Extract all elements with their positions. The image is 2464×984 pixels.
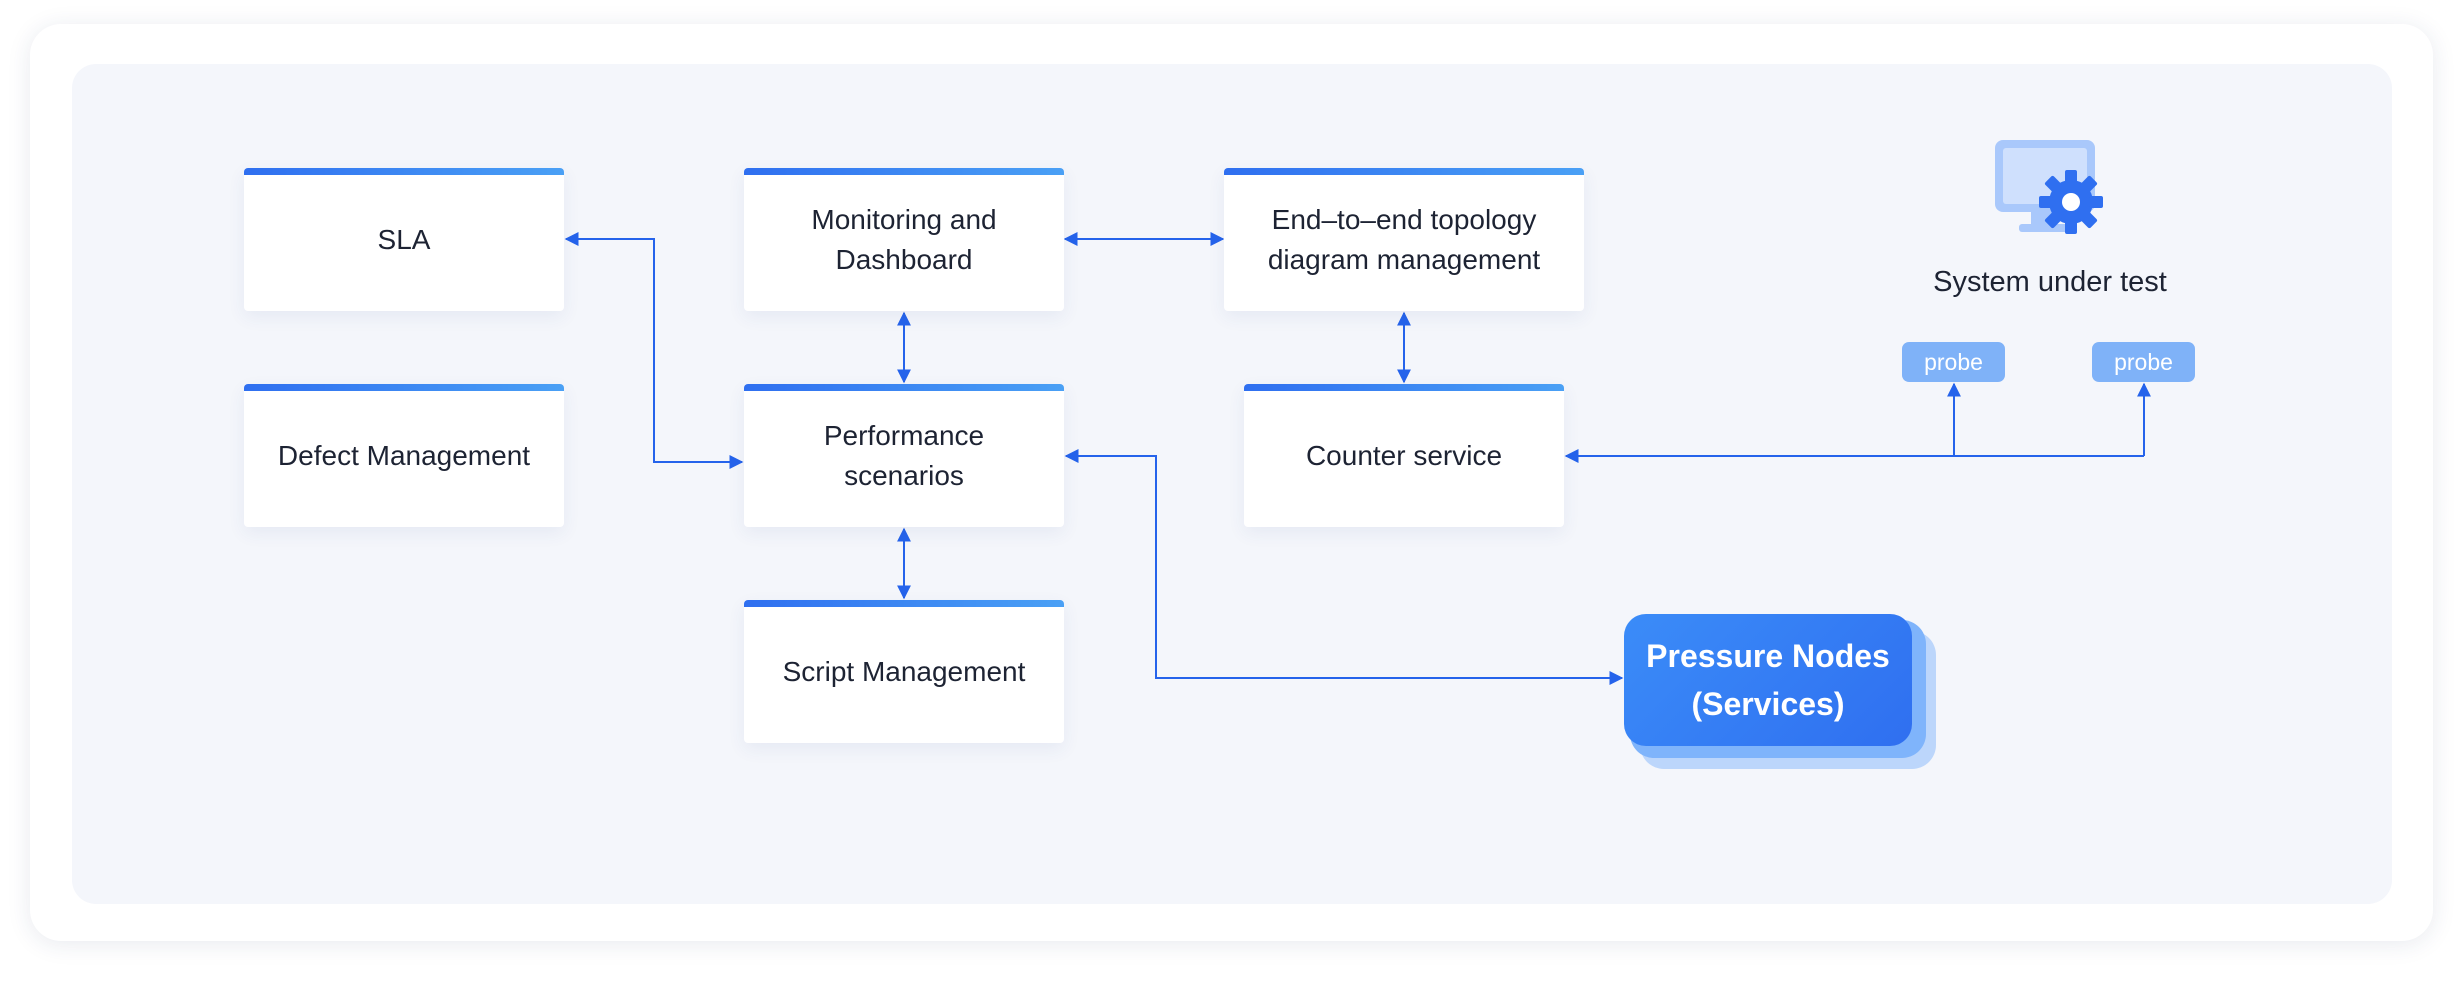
node-pressure-nodes: Pressure Nodes (Services)	[1624, 614, 1912, 746]
monitor-gear-icon	[1995, 140, 2103, 234]
node-performance-scenarios: Performance scenarios	[744, 384, 1064, 527]
probe-badge: probe	[1902, 342, 2005, 382]
node-label: Pressure Nodes (Services)	[1646, 638, 1890, 722]
node-sla: SLA	[244, 168, 564, 311]
node-label: End–to–end topology diagram management	[1267, 203, 1541, 275]
node-label: Counter service	[1305, 439, 1503, 471]
node-label: Monitoring and Dashboard	[811, 203, 997, 275]
node-topology-management: End–to–end topology diagram management	[1224, 168, 1584, 311]
node-defect-management: Defect Management	[244, 384, 564, 527]
edge-performance-pressure	[1064, 449, 1624, 685]
node-label: SLA	[377, 223, 431, 255]
node-script-management: Script Management	[744, 600, 1064, 743]
node-monitoring-dashboard: Monitoring and Dashboard	[744, 168, 1064, 311]
probe-badge: probe	[2092, 342, 2195, 382]
node-label: Script Management	[782, 655, 1026, 687]
node-counter-service: Counter service	[1244, 384, 1564, 527]
node-label: Defect Management	[277, 439, 531, 471]
node-label: Performance scenarios	[823, 419, 985, 491]
edge-sla-performance	[564, 232, 744, 469]
system-under-test-label: System under test	[1933, 266, 2167, 298]
